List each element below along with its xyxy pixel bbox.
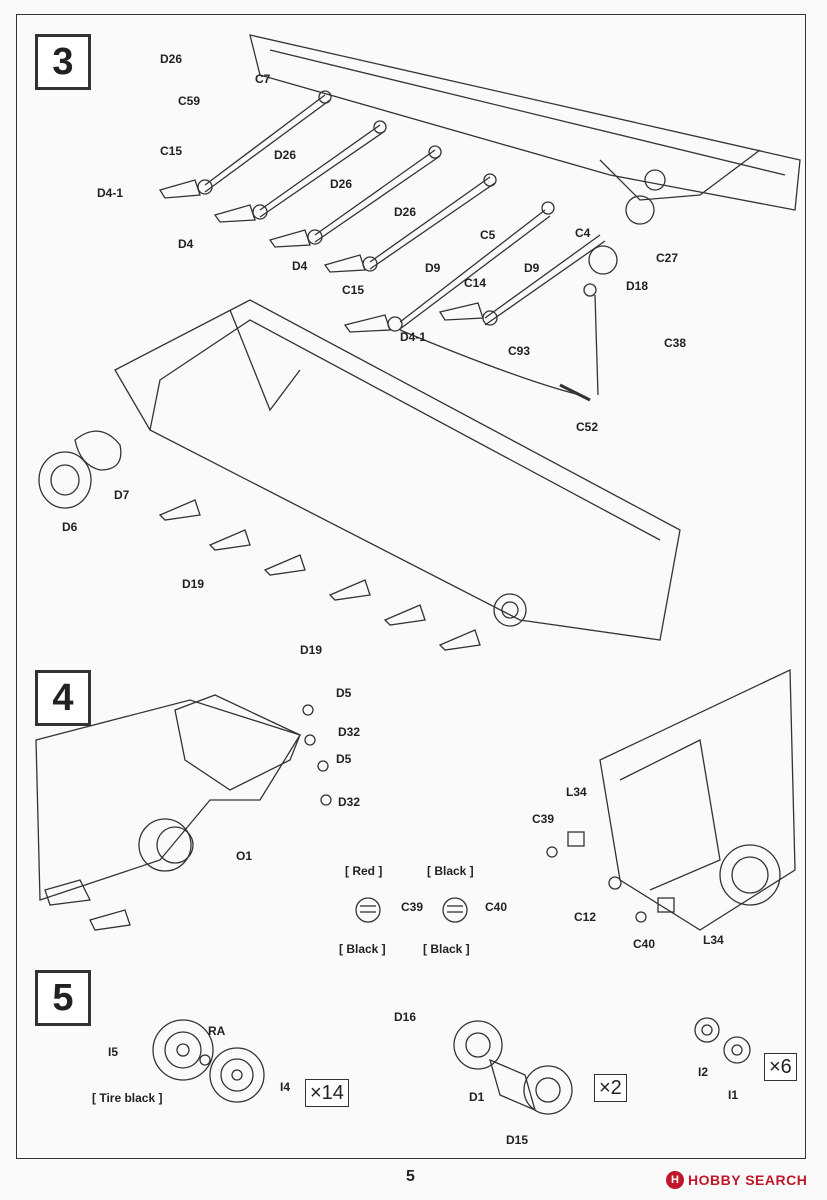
part-label: D18: [626, 279, 649, 293]
page-number: 5: [406, 1168, 415, 1185]
part-label: C15: [160, 144, 183, 158]
part-label: C59: [178, 94, 201, 108]
page-frame: [16, 14, 806, 1159]
watermark-text: HOBBY SEARCH: [688, 1172, 808, 1188]
step-3-marker: 3: [35, 34, 91, 90]
paint-note-tire-black: [ Tire black ]: [92, 1091, 163, 1105]
part-label: D26: [160, 52, 183, 66]
step-5-marker: 5: [35, 970, 91, 1026]
part-label: D4-1: [400, 330, 427, 344]
part-label: D32: [338, 795, 361, 809]
part-label: RA: [208, 1024, 226, 1038]
part-label: C52: [576, 420, 599, 434]
part-label: D1: [469, 1090, 485, 1104]
road-wheels: [152, 1019, 265, 1103]
watermark: H HOBBY SEARCH: [666, 1171, 807, 1189]
part-label: C93: [508, 344, 531, 358]
part-label: L34: [703, 933, 724, 947]
step3-upper-hull-side: [249, 34, 801, 225]
part-label: I2: [698, 1065, 709, 1079]
part-label: D19: [182, 577, 205, 591]
part-label: D6: [62, 520, 78, 534]
part-label: C39: [532, 812, 555, 826]
part-label: D32: [338, 725, 361, 739]
step3-suspension-arms: [158, 90, 618, 402]
step3-lower-hull: [38, 299, 681, 651]
quantity-multiplier: ×14: [305, 1079, 349, 1107]
step4-left-hull: [35, 694, 332, 931]
part-label: C39: [401, 900, 424, 914]
paint-note-black: [ Black ]: [339, 942, 386, 956]
paint-note-black: [ Black ]: [427, 864, 474, 878]
part-label: C12: [574, 910, 597, 924]
part-label: C7: [255, 72, 271, 86]
paint-note-red: [ Red ]: [345, 864, 383, 878]
part-label: D5: [336, 752, 352, 766]
part-label: D16: [394, 1010, 417, 1024]
part-label: C4: [575, 226, 591, 240]
part-label: I5: [108, 1045, 119, 1059]
part-label: C40: [633, 937, 656, 951]
part-label: C38: [664, 336, 687, 350]
return-rollers: [694, 1017, 751, 1064]
part-label: C14: [464, 276, 487, 290]
rear-lights: [355, 897, 468, 923]
part-label: D19: [300, 643, 323, 657]
paint-note-black: [ Black ]: [423, 942, 470, 956]
part-label: D4: [292, 259, 308, 273]
quantity-multiplier: ×2: [594, 1074, 627, 1102]
part-label: D9: [524, 261, 540, 275]
step4-right-hull: [546, 668, 796, 931]
part-label: D4-1: [97, 186, 124, 200]
part-label: D26: [330, 177, 353, 191]
part-label: D15: [506, 1133, 529, 1147]
part-label: D7: [114, 488, 130, 502]
part-label: L34: [566, 785, 587, 799]
part-label: D9: [425, 261, 441, 275]
part-label: C27: [656, 251, 679, 265]
drive-sprocket: [453, 1020, 573, 1115]
part-label: C40: [485, 900, 508, 914]
part-label: D26: [394, 205, 417, 219]
quantity-multiplier: ×6: [764, 1053, 797, 1081]
step-4-marker: 4: [35, 670, 91, 726]
part-label: I4: [280, 1080, 291, 1094]
part-label: I1: [728, 1088, 739, 1102]
part-label: C5: [480, 228, 496, 242]
part-label: D26: [274, 148, 297, 162]
part-label: C15: [342, 283, 365, 297]
part-label: O1: [236, 849, 253, 863]
part-label: D4: [178, 237, 194, 251]
part-label: D5: [336, 686, 352, 700]
hobby-search-logo-icon: H: [666, 1171, 684, 1189]
